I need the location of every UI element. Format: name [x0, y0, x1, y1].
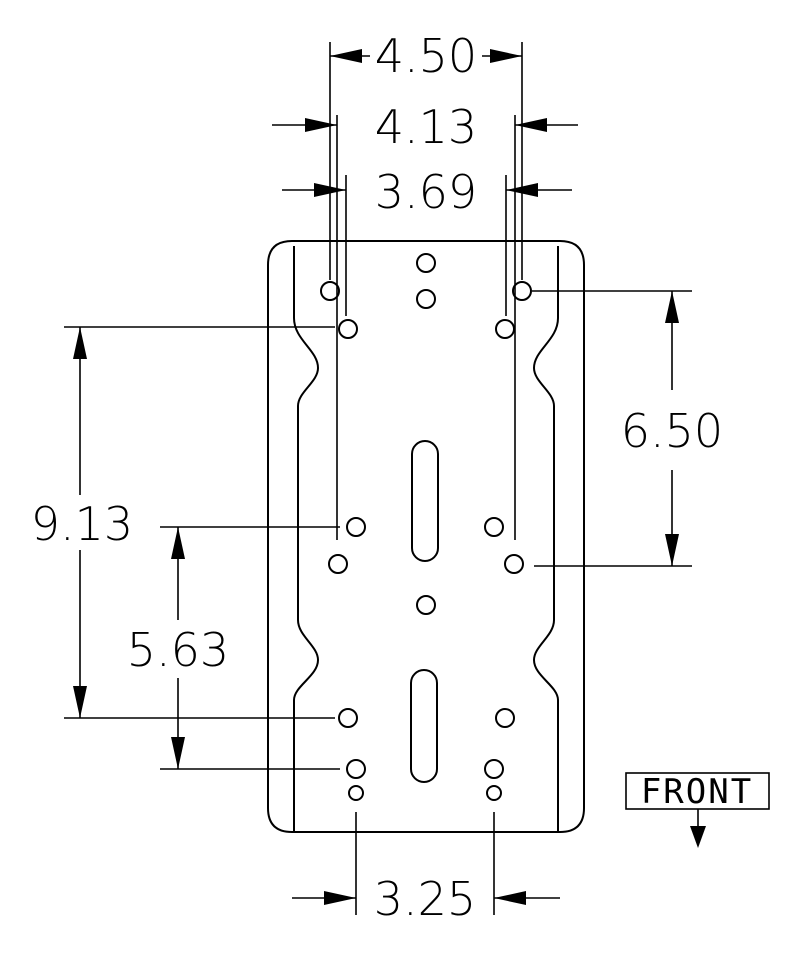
dim-width-mid: 4.13 — [272, 100, 578, 154]
dim-height-left-lower: 5.63 — [127, 526, 340, 770]
dim-width-bottom: 3.25 — [292, 812, 560, 926]
arrow-down-icon — [690, 826, 706, 848]
front-label: FRONT — [641, 772, 753, 812]
dim-label-5-63: 5.63 — [127, 623, 229, 677]
hole — [338, 319, 358, 339]
holes — [320, 253, 532, 801]
hole — [484, 759, 504, 779]
hole — [348, 785, 364, 801]
hole — [495, 319, 515, 339]
dim-width-inner: 3.69 — [282, 165, 572, 219]
dim-width-outer: 4.50 — [330, 29, 522, 83]
dim-label-6-50: 6.50 — [621, 404, 723, 458]
hole — [504, 554, 524, 574]
hole — [416, 253, 436, 273]
upper-slot — [411, 440, 439, 562]
extension-lines-top — [329, 42, 523, 540]
dim-label-9-13: 9.13 — [31, 497, 133, 551]
hole — [338, 708, 358, 728]
hole — [486, 785, 502, 801]
dim-label-3-25: 3.25 — [374, 872, 476, 926]
hole — [346, 759, 366, 779]
hole — [495, 708, 515, 728]
front-indicator: FRONT — [625, 772, 770, 848]
hole — [328, 554, 348, 574]
lower-slot — [410, 669, 438, 783]
plate-outline — [267, 240, 585, 833]
hole — [346, 517, 366, 537]
hole — [416, 595, 436, 615]
dim-label-4-50: 4.50 — [375, 29, 477, 83]
hole — [416, 289, 436, 309]
dim-height-right: 6.50 — [532, 290, 723, 567]
dim-label-4-13: 4.13 — [375, 100, 477, 154]
hole — [320, 281, 340, 301]
dim-label-3-69: 3.69 — [375, 165, 477, 219]
hole — [484, 517, 504, 537]
hole — [512, 281, 532, 301]
dim-height-left-total: 9.13 — [31, 326, 335, 719]
